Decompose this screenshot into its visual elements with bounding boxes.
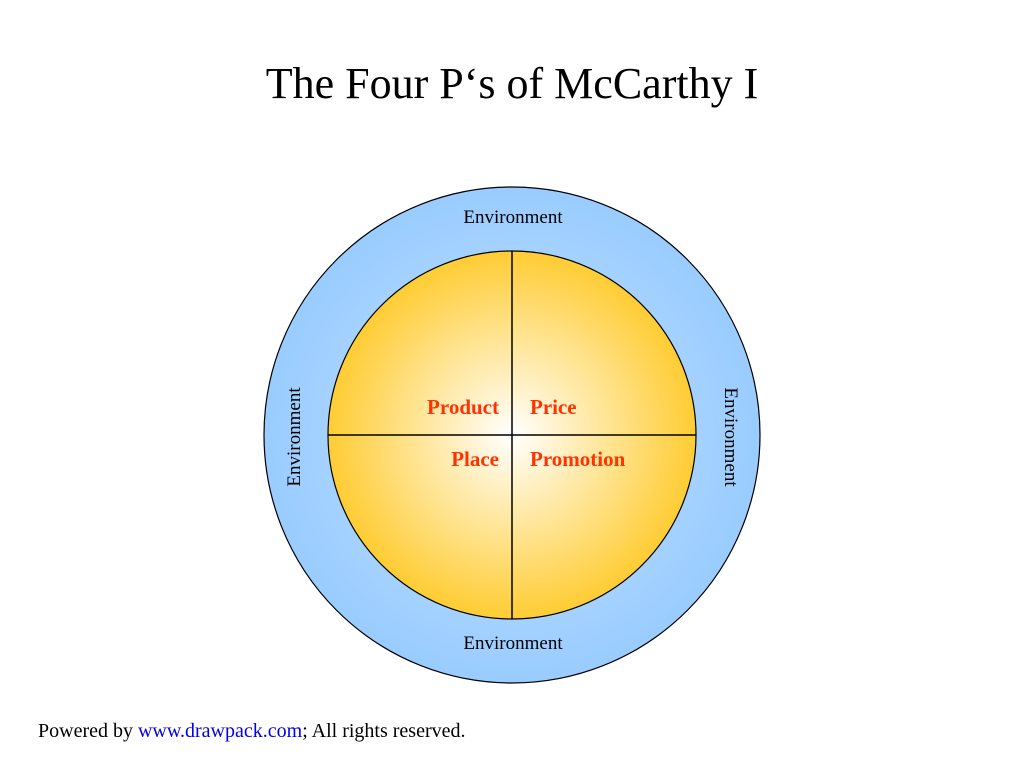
environment-label-top: Environment xyxy=(463,207,563,228)
environment-label-bottom: Environment xyxy=(463,633,563,654)
quadrant-label-price: Price xyxy=(530,395,577,419)
quadrant-label-promotion: Promotion xyxy=(530,447,626,471)
quadrant-label-product: Product xyxy=(427,395,499,419)
page-title: The Four P‘s of McCarthy I xyxy=(265,59,759,108)
environment-label-right: Environment xyxy=(720,387,741,487)
footer-suffix: ; All rights reserved. xyxy=(302,720,466,742)
quadrant-label-place: Place xyxy=(451,447,499,471)
drawpack-link[interactable]: www.drawpack.com xyxy=(137,720,303,742)
footer-prefix: Powered by xyxy=(38,720,138,742)
environment-label-left: Environment xyxy=(284,387,305,487)
footer: Powered by www.drawpack.com; All rights … xyxy=(38,720,466,743)
